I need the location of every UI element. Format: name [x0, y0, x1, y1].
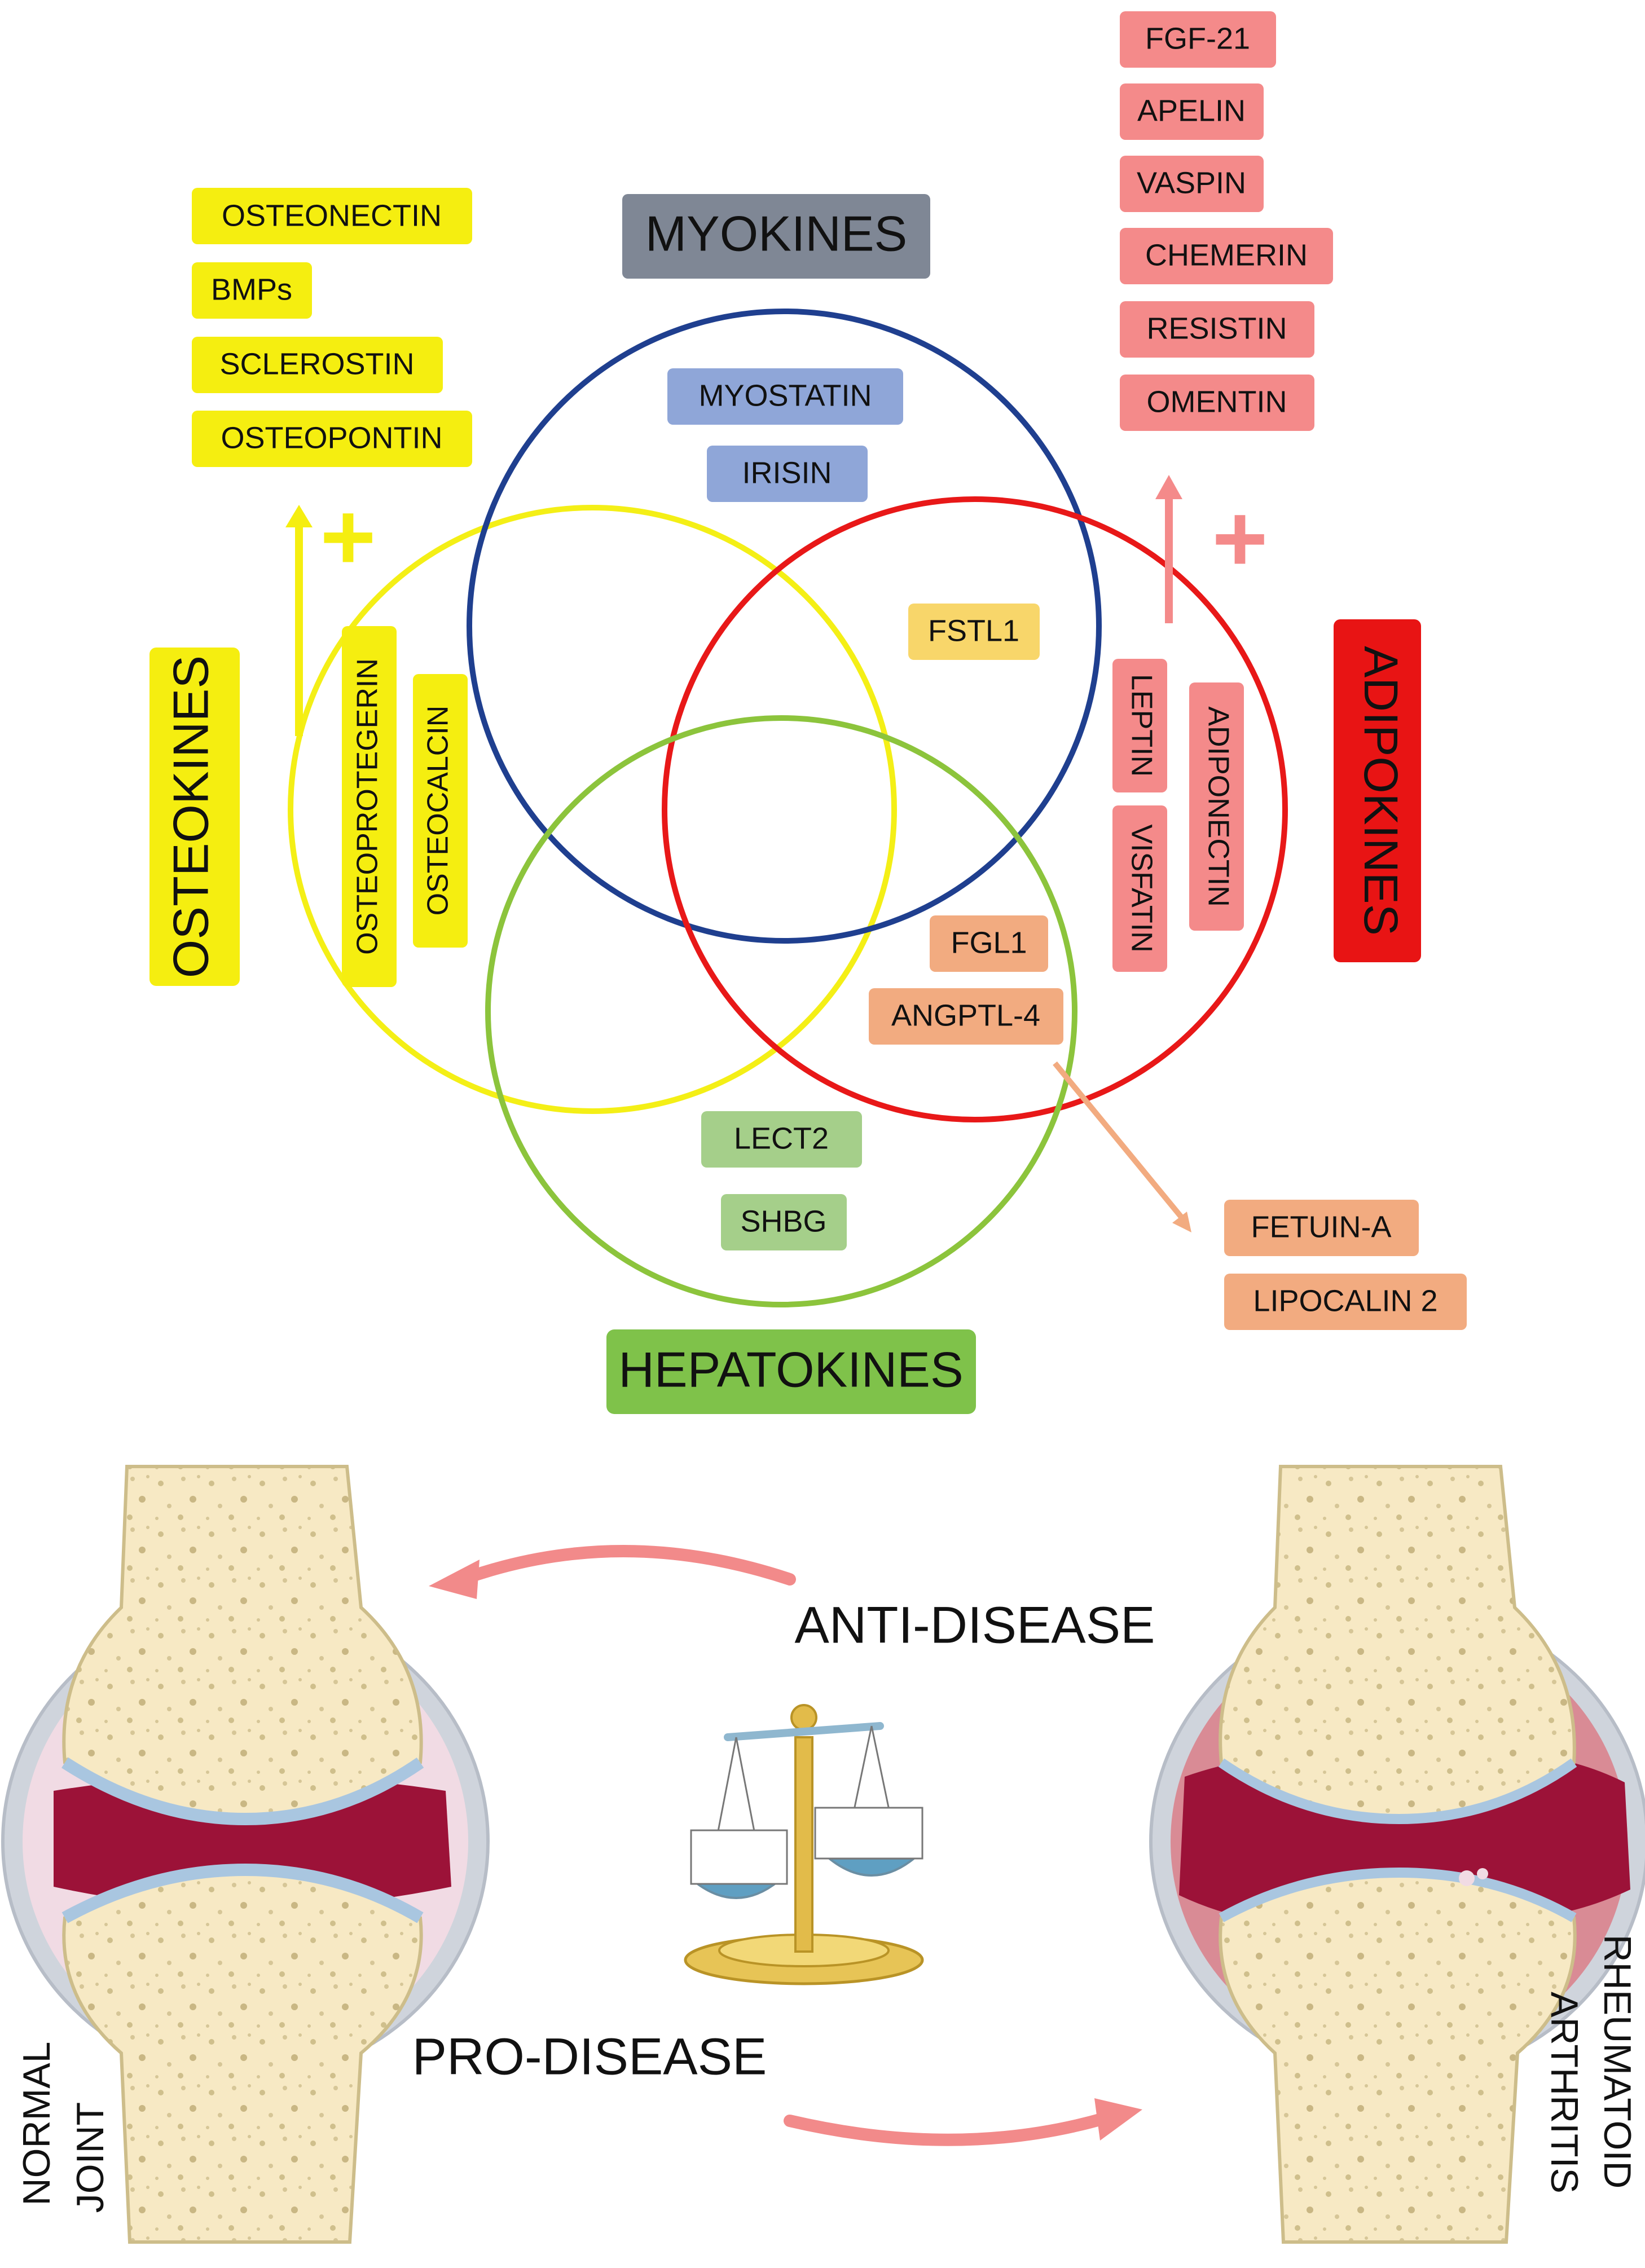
erosion: [1459, 1870, 1475, 1886]
adipokine-label: OMENTIN: [1147, 385, 1287, 419]
adipokines-circle: [662, 496, 1288, 1122]
svg-text:OSTEOCALCIN: OSTEOCALCIN: [422, 706, 455, 916]
adipokine-label: VASPIN: [1137, 166, 1246, 200]
adipokine-label: FGF-21: [1145, 21, 1250, 55]
osteokine-increase-arrow: [285, 505, 313, 736]
svg-text:JOINT: JOINT: [69, 2102, 112, 2213]
balance-scale-icon: [684, 1704, 924, 1985]
osteokine-label: OSTEOPONTIN: [221, 421, 442, 455]
adipokine-plus-icon: +: [1212, 485, 1268, 592]
svg-text:RHEUMATOID: RHEUMATOID: [1596, 1935, 1639, 2189]
svg-text:MYOSTATIN: MYOSTATIN: [699, 378, 872, 412]
svg-text:ANGPTL-4: ANGPTL-4: [891, 998, 1040, 1032]
osteokine-label: OSTEONECTIN: [222, 199, 442, 232]
svg-text:ARTHRITIS: ARTHRITIS: [1543, 1992, 1586, 2194]
ra-lower-bone: [1219, 1870, 1577, 2244]
adipokine-increase-arrow: [1155, 475, 1182, 623]
osteokine-plus-icon: +: [320, 483, 376, 591]
adipokine-label: CHEMERIN: [1145, 238, 1308, 272]
anti-disease-label: ANTI-DISEASE: [794, 1596, 1155, 1654]
lower-cartilage: [61, 1863, 424, 1923]
lipocalin-2-label: LIPOCALIN 2: [1224, 1274, 1467, 1330]
osteokines-title-text: OSTEOKINES: [162, 655, 218, 978]
osteokine-label: BMPs: [211, 272, 292, 306]
osteokines-title: OSTEOKINES: [149, 648, 240, 986]
hepatokines-title: HEPATOKINES: [606, 1329, 976, 1414]
svg-text:SHBG: SHBG: [740, 1204, 826, 1238]
hepatokines-title-text: HEPATOKINES: [618, 1341, 963, 1397]
shbg-label: SHBG: [721, 1194, 847, 1250]
adipokine-list: FGF-21 APELIN VASPIN CHEMERIN RESISTIN O…: [1120, 11, 1333, 431]
hepatokine-external-arrow: [1053, 1061, 1191, 1232]
osteocalcin-label: OSTEOCALCIN: [413, 674, 468, 948]
myostatin-label: MYOSTATIN: [667, 368, 903, 425]
svg-text:LIPOCALIN 2: LIPOCALIN 2: [1253, 1284, 1437, 1318]
lect2-label: LECT2: [701, 1111, 862, 1168]
osteokine-label: SCLEROSTIN: [219, 347, 414, 381]
normal-joint-illustration: [1, 1465, 490, 2244]
normal-joint-label: NORMAL JOINT: [15, 2042, 112, 2213]
fetuin-a-label: FETUIN-A: [1224, 1200, 1419, 1256]
svg-text:FETUIN-A: FETUIN-A: [1251, 1210, 1392, 1244]
myokines-title-text: MYOKINES: [645, 205, 908, 261]
lower-bone: [62, 1868, 423, 2244]
leptin-label: LEPTIN: [1112, 659, 1167, 792]
svg-text:LEPTIN: LEPTIN: [1125, 674, 1158, 777]
pro-disease-label: PRO-DISEASE: [412, 2028, 767, 2085]
pro-disease-arrow: [784, 2098, 1142, 2146]
adipokines-title-text: ADIPOKINES: [1354, 646, 1408, 935]
osteokine-list: OSTEONECTIN BMPs SCLEROSTIN OSTEOPONTIN: [192, 188, 472, 467]
ra-joint-label: RHEUMATOID ARTHRITIS: [1543, 1935, 1639, 2194]
svg-text:NORMAL: NORMAL: [15, 2042, 58, 2206]
irisin-label: IRISIN: [707, 446, 868, 502]
osteokines-circle: [288, 505, 897, 1114]
osteoprotegerin-label: OSTEOPROTEGERIN: [342, 626, 397, 987]
adiponectin-label: ADIPONECTIN: [1189, 682, 1244, 931]
adipokines-title: ADIPOKINES: [1334, 619, 1421, 962]
myokines-circle: [467, 309, 1102, 944]
svg-text:OSTEOPROTEGERIN: OSTEOPROTEGERIN: [351, 658, 384, 955]
svg-text:LECT2: LECT2: [734, 1121, 829, 1155]
anti-disease-arrow: [429, 1545, 796, 1599]
fstl1-label: FSTL1: [908, 604, 1040, 660]
upper-bone: [62, 1465, 423, 1821]
visfatin-label: VISFATIN: [1112, 805, 1167, 972]
venn-circles: [288, 309, 1288, 1307]
svg-text:ADIPONECTIN: ADIPONECTIN: [1202, 706, 1234, 906]
adipokine-label: RESISTIN: [1146, 311, 1287, 345]
adipokine-label: APELIN: [1137, 94, 1246, 127]
svg-text:FSTL1: FSTL1: [928, 614, 1019, 648]
svg-text:VISFATIN: VISFATIN: [1125, 824, 1158, 952]
angptl4-label: ANGPTL-4: [869, 988, 1063, 1045]
fgl1-label: FGL1: [930, 915, 1048, 972]
myokines-title: MYOKINES: [622, 194, 930, 279]
ra-upper-bone: [1219, 1465, 1576, 1821]
svg-text:IRISIN: IRISIN: [742, 456, 832, 490]
svg-text:FGL1: FGL1: [951, 926, 1027, 959]
ra-joint-illustration: [1149, 1465, 1645, 2244]
upper-cartilage: [61, 1757, 424, 1826]
hepatokines-circle: [485, 715, 1077, 1307]
